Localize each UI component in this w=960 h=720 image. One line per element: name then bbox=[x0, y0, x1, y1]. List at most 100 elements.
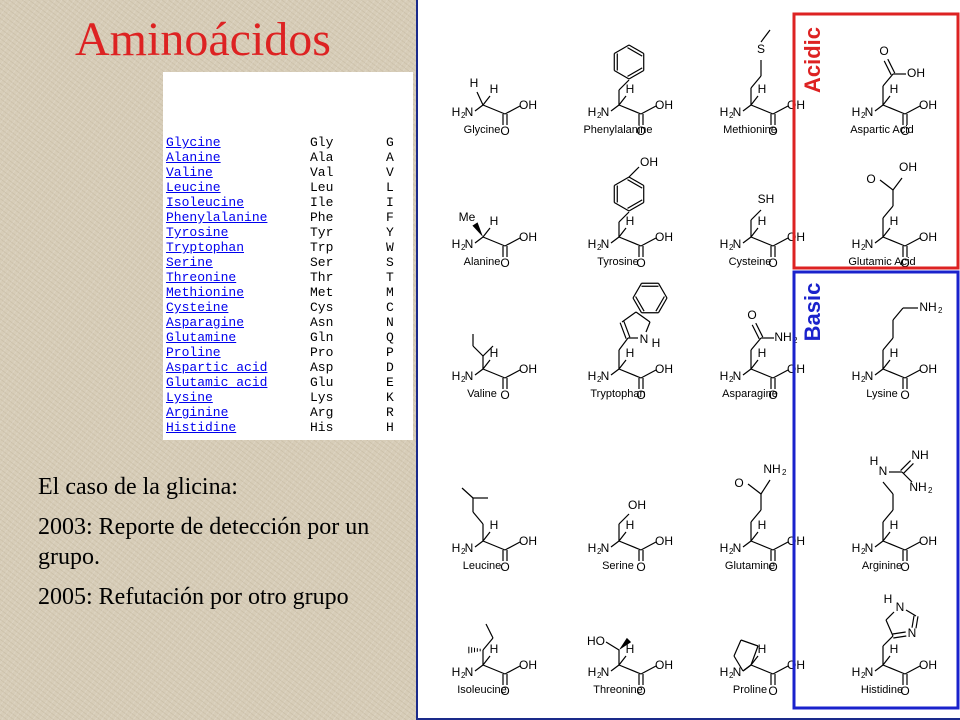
molecule-name: Histidine bbox=[861, 684, 903, 696]
atom-label: OH bbox=[519, 98, 537, 112]
bond bbox=[882, 205, 894, 219]
atom-label: H bbox=[588, 541, 597, 555]
atom-label: H bbox=[758, 82, 767, 96]
basic-group: Basic bbox=[792, 270, 960, 710]
atom-label: H bbox=[452, 541, 461, 555]
bond bbox=[882, 104, 906, 115]
bond bbox=[885, 611, 895, 621]
amino-acid-link[interactable]: Tyrosine bbox=[166, 225, 229, 240]
amino-acid-link[interactable]: Histidine bbox=[166, 420, 237, 435]
amino-acid-link[interactable]: Cysteine bbox=[166, 300, 229, 315]
bond bbox=[751, 324, 760, 340]
molecule-name: Arginine bbox=[862, 560, 902, 572]
bond bbox=[740, 639, 759, 647]
atom-label: O bbox=[636, 124, 645, 138]
bond bbox=[882, 368, 906, 379]
amino-acid-link[interactable]: Threonine bbox=[166, 270, 237, 285]
bond bbox=[742, 368, 752, 376]
amino-acid-link[interactable]: Lysine bbox=[166, 390, 213, 405]
molecule-name: Cysteine bbox=[729, 256, 772, 268]
bond bbox=[911, 615, 915, 628]
one-letter-code: C bbox=[386, 300, 394, 315]
atom-label: H bbox=[490, 346, 499, 360]
atom-label: OH bbox=[655, 362, 673, 376]
bond bbox=[632, 282, 643, 299]
amino-acid-link[interactable]: Glutamine bbox=[166, 330, 237, 345]
amino-acid-link[interactable]: Proline bbox=[166, 345, 221, 360]
amino-acid-link[interactable]: Alanine bbox=[166, 150, 221, 165]
one-letter-code: R bbox=[386, 405, 394, 420]
bond bbox=[879, 179, 894, 191]
amino-acid-link[interactable]: Arginine bbox=[166, 405, 229, 420]
three-letter-code: Arg bbox=[310, 405, 334, 420]
three-letter-code: Ile bbox=[310, 195, 334, 210]
slide-title: Aminoácidos bbox=[75, 13, 331, 66]
atom-label: H bbox=[626, 82, 635, 96]
molecule-name: Glutamine bbox=[725, 560, 775, 572]
bond bbox=[902, 462, 914, 474]
atom-subscript: 2 bbox=[597, 375, 602, 384]
basic-box bbox=[792, 270, 960, 710]
three-letter-code: Met bbox=[310, 285, 334, 300]
bond bbox=[750, 645, 759, 666]
one-letter-code: E bbox=[386, 375, 394, 390]
amino-acid-link[interactable]: Serine bbox=[166, 255, 213, 270]
bond bbox=[618, 95, 627, 106]
one-letter-code: G bbox=[386, 135, 394, 150]
atom-label: O bbox=[747, 308, 756, 322]
bond bbox=[747, 483, 762, 495]
bond bbox=[618, 531, 627, 542]
atom-label: H bbox=[588, 369, 597, 383]
bond bbox=[882, 531, 891, 542]
atom-label: N bbox=[865, 665, 874, 679]
bond bbox=[628, 69, 645, 80]
atom-label: O bbox=[900, 388, 909, 402]
amino-acid-link[interactable]: Glycine bbox=[166, 135, 221, 150]
bond bbox=[904, 541, 921, 551]
atom-label: N bbox=[465, 237, 474, 251]
bond bbox=[474, 664, 484, 672]
bond bbox=[482, 540, 506, 551]
atom-label: H bbox=[852, 105, 861, 119]
bond bbox=[618, 104, 642, 115]
amino-acid-link[interactable]: Leucine bbox=[166, 180, 221, 195]
atom-subscript: 2 bbox=[729, 111, 734, 120]
bond bbox=[915, 616, 919, 629]
bond bbox=[750, 359, 759, 370]
atom-label: OH bbox=[919, 658, 937, 672]
amino-acid-link[interactable]: Methionine bbox=[166, 285, 245, 300]
bond bbox=[640, 665, 657, 675]
atom-subscript: 2 bbox=[597, 547, 602, 556]
molecule-name: Aspartic Acid bbox=[850, 124, 914, 136]
note-line: 2005: Refutación por otro grupo bbox=[38, 584, 349, 610]
slide-notes: El caso de la glicina: 2003: Reporte de … bbox=[38, 472, 408, 622]
amino-acid-link[interactable]: Tryptophan bbox=[166, 240, 245, 255]
one-letter-code: A bbox=[386, 150, 394, 165]
atom-label: O bbox=[879, 44, 888, 58]
bond bbox=[760, 29, 771, 43]
amino-acid-link[interactable]: Valine bbox=[166, 165, 213, 180]
table-row: Arginine Arg R bbox=[166, 405, 413, 420]
amino-acid-link[interactable]: Glutamic acid bbox=[166, 375, 268, 390]
amino-acid-link[interactable]: Aspartic acid bbox=[166, 360, 268, 375]
atom-label: O bbox=[500, 124, 509, 138]
bond bbox=[882, 509, 894, 523]
bond bbox=[772, 237, 789, 247]
atom-label: H bbox=[852, 665, 861, 679]
bond bbox=[733, 639, 742, 657]
atom-subscript: 2 bbox=[461, 243, 466, 252]
amino-acid-link[interactable]: Isoleucine bbox=[166, 195, 245, 210]
amino-acid-link[interactable]: Asparagine bbox=[166, 315, 245, 330]
atom-label: OH bbox=[919, 362, 937, 376]
bond bbox=[892, 631, 906, 635]
amino-acid-link[interactable]: Phenylalanine bbox=[166, 210, 268, 225]
atom-subscript: 2 bbox=[729, 375, 734, 384]
atom-label: H bbox=[720, 105, 729, 119]
one-letter-code: Q bbox=[386, 330, 394, 345]
